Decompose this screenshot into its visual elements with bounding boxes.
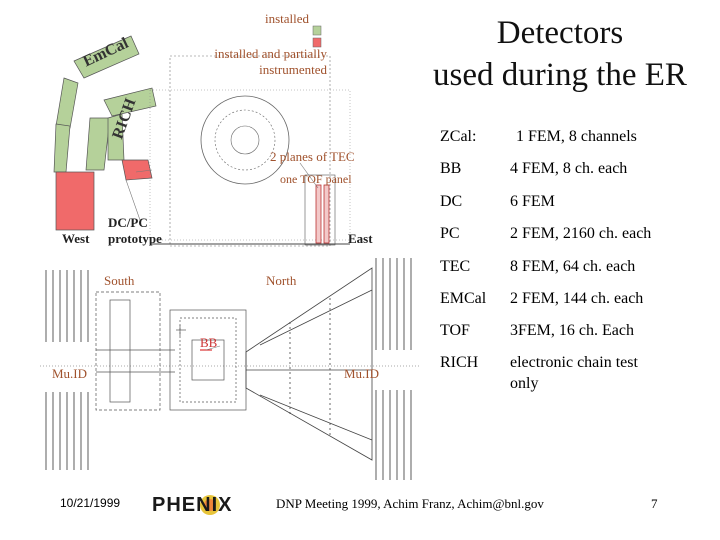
muid-left-stack	[45, 270, 89, 470]
tec-pointer	[299, 162, 319, 189]
muid-right-stack	[375, 258, 412, 480]
tec-label: 2 planes of TEC	[270, 149, 355, 164]
footer-meeting: DNP Meeting 1999, Achim Franz, Achim@bnl…	[276, 496, 544, 511]
rich-sector-2	[85, 117, 111, 171]
title-line-2: used during the ER	[433, 57, 687, 93]
slide-title: Detectors used during the ER	[405, 12, 715, 96]
dcpc-label-line2: prototype	[108, 231, 162, 246]
magnet-pole-outer	[200, 95, 290, 185]
phenix-logo	[148, 488, 276, 522]
east-arm-frame	[304, 174, 336, 246]
title-line-1: Detectors	[496, 15, 624, 51]
legend-installed-label: installed	[265, 11, 310, 26]
emcal-sector-red	[55, 171, 95, 231]
detector-value: 3FEM, 16 ch. Each	[510, 322, 634, 339]
beam-pipe	[230, 125, 260, 155]
rich-sector-1	[103, 87, 157, 117]
detector-name: TEC	[440, 258, 471, 275]
detector-name: TOF	[440, 322, 470, 339]
emcal-sector-3	[53, 123, 71, 173]
tec-plane-1	[315, 184, 322, 244]
detector-value: 8 FEM, 64 ch. each	[510, 258, 636, 275]
detector-value-line1: electronic chain test	[510, 354, 638, 371]
magnet-outline-inner	[149, 89, 351, 241]
muid-right-label: Mu.ID	[344, 366, 380, 381]
detector-name: DC	[440, 193, 463, 210]
legend-partial-label: installed and partially instrumented	[214, 46, 327, 77]
detector-name: EMCal	[440, 290, 487, 307]
emcal-sector-1	[73, 35, 140, 79]
legend-installed-swatch	[312, 25, 322, 36]
south-label: South	[104, 273, 135, 288]
west-label: West	[62, 231, 90, 246]
detector-name: ZCal:	[440, 128, 477, 145]
south-muon-magnet	[95, 291, 175, 411]
bb-label: BB	[200, 335, 218, 350]
detector-value: 6 FEM	[510, 193, 555, 210]
detector-name: BB	[440, 160, 462, 177]
bb-pointer	[205, 345, 221, 351]
tec-plane-2	[323, 184, 330, 244]
detector-value: 1 FEM, 8 channels	[516, 128, 637, 145]
footer-date: 10/21/1999	[60, 496, 121, 510]
footer-logo-text: PHENIX	[152, 494, 233, 516]
north-muon-cone	[245, 267, 373, 461]
emcal-sector-2	[55, 77, 79, 129]
dcpc-label-line1: DC/PC	[108, 215, 148, 230]
east-label: East	[348, 231, 373, 246]
detector-value-line2: only	[510, 375, 539, 392]
detector-value: 4 FEM, 8 ch. each	[510, 160, 628, 177]
detector-value: 2 FEM, 2160 ch. each	[510, 225, 652, 242]
dc-sector-red	[121, 159, 153, 181]
legend-partial-swatch	[312, 37, 322, 48]
detector-value: 2 FEM, 144 ch. each	[510, 290, 644, 307]
dcpc-pointer	[125, 179, 141, 221]
central-magnet-side	[169, 309, 247, 411]
muid-left-label: Mu.ID	[52, 366, 88, 381]
dcpc-label: DC/PC prototype	[108, 215, 162, 247]
north-label: North	[266, 273, 297, 288]
footer-page-number: 7	[651, 496, 658, 511]
magnet-outline	[169, 55, 331, 247]
detector-name: RICH	[440, 354, 479, 371]
dc-pointer	[135, 169, 153, 173]
magnet-pole-inner	[214, 109, 276, 171]
detector-name: PC	[440, 225, 460, 242]
tof-label: one TOF panel	[280, 172, 352, 186]
